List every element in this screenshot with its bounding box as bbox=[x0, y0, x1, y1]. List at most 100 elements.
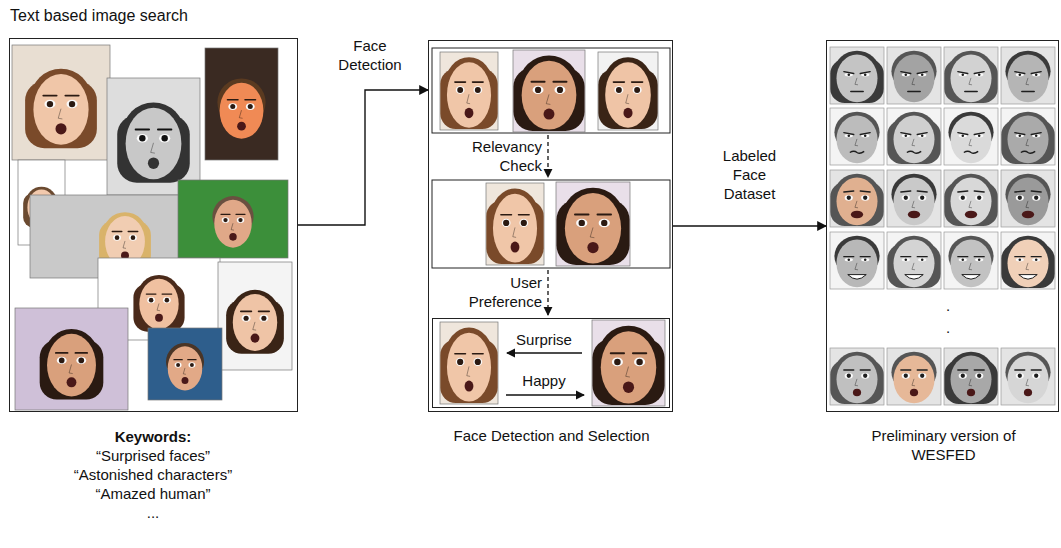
photo-frame bbox=[12, 45, 110, 160]
face bbox=[893, 115, 934, 163]
eye bbox=[918, 373, 926, 379]
brow bbox=[1015, 190, 1025, 192]
eye bbox=[975, 195, 983, 201]
eye bbox=[902, 258, 910, 261]
photo-frame bbox=[887, 47, 941, 104]
brow bbox=[112, 231, 122, 232]
nose bbox=[513, 227, 516, 237]
pupil bbox=[78, 358, 84, 364]
dataset-panel: Preliminary version of WESFED bbox=[826, 40, 1059, 412]
brow bbox=[56, 352, 68, 354]
nose bbox=[1026, 78, 1029, 85]
eye bbox=[845, 373, 853, 379]
eye bbox=[129, 235, 137, 241]
nose bbox=[467, 366, 470, 376]
pupil bbox=[904, 196, 908, 200]
nose bbox=[467, 94, 470, 104]
face bbox=[836, 177, 877, 225]
brow bbox=[1015, 133, 1025, 135]
face bbox=[893, 355, 934, 403]
brow bbox=[1031, 190, 1041, 192]
pupil bbox=[962, 74, 965, 77]
nose bbox=[231, 223, 234, 230]
eye bbox=[163, 297, 171, 303]
brow bbox=[65, 95, 78, 97]
eye bbox=[1032, 373, 1040, 379]
face bbox=[220, 83, 264, 139]
panel-heading: Text based image search bbox=[10, 6, 299, 25]
nose bbox=[855, 379, 858, 386]
face-photo bbox=[12, 45, 110, 160]
face bbox=[565, 193, 621, 264]
face-photo bbox=[887, 170, 941, 227]
continuation-dot: . bbox=[938, 296, 958, 315]
brow bbox=[974, 72, 984, 74]
brow bbox=[473, 353, 484, 355]
mouth bbox=[465, 108, 474, 118]
pupil bbox=[521, 220, 527, 226]
eye bbox=[76, 357, 86, 365]
brow bbox=[860, 190, 870, 192]
brow bbox=[860, 72, 870, 74]
pupil bbox=[1019, 259, 1022, 262]
pupil bbox=[921, 135, 924, 138]
photo-frame bbox=[944, 232, 998, 289]
eye bbox=[599, 219, 610, 227]
pupil bbox=[1018, 196, 1022, 200]
photo-frame bbox=[830, 232, 884, 289]
face bbox=[836, 115, 877, 163]
face bbox=[233, 294, 277, 351]
face-photo bbox=[15, 308, 128, 410]
photo-frame bbox=[440, 52, 498, 130]
face-photo bbox=[944, 232, 998, 289]
brow bbox=[1031, 133, 1041, 135]
brow bbox=[519, 214, 530, 216]
brow bbox=[146, 293, 155, 294]
face bbox=[950, 177, 991, 225]
face bbox=[1007, 115, 1048, 163]
brow bbox=[958, 256, 968, 257]
mouth bbox=[853, 389, 861, 397]
nose bbox=[546, 94, 550, 104]
eye bbox=[861, 373, 869, 379]
dashed-arrow bbox=[547, 270, 548, 315]
face-photo bbox=[486, 183, 544, 265]
face-photo bbox=[830, 232, 884, 289]
brow bbox=[917, 72, 927, 74]
nose bbox=[58, 109, 62, 119]
photo-frame bbox=[830, 348, 884, 405]
face bbox=[950, 239, 991, 287]
mouth bbox=[1024, 389, 1032, 397]
pupil bbox=[503, 220, 509, 226]
face bbox=[493, 194, 537, 263]
pupil bbox=[244, 316, 249, 321]
brow bbox=[860, 133, 870, 135]
face bbox=[950, 115, 991, 163]
brow bbox=[1031, 256, 1041, 257]
pupil bbox=[139, 135, 145, 141]
nose bbox=[1026, 263, 1029, 270]
subset-box bbox=[432, 48, 670, 133]
eye bbox=[959, 373, 967, 379]
eye bbox=[188, 362, 195, 367]
pupil bbox=[921, 259, 924, 262]
nose bbox=[969, 263, 972, 270]
pupil bbox=[69, 101, 75, 107]
face-photo bbox=[440, 52, 498, 130]
photo-frame bbox=[178, 180, 288, 258]
photo-frame bbox=[944, 348, 998, 405]
pupil bbox=[962, 135, 965, 138]
eye bbox=[633, 86, 642, 94]
eye bbox=[533, 86, 544, 94]
mouth bbox=[67, 377, 77, 387]
pupil bbox=[864, 259, 867, 262]
brow bbox=[75, 352, 87, 354]
pupil bbox=[978, 259, 981, 262]
keyword: “Astonished characters” bbox=[13, 465, 293, 484]
pupil bbox=[161, 135, 167, 141]
brow bbox=[901, 72, 911, 74]
photo-frame bbox=[440, 322, 498, 404]
face-photo bbox=[178, 180, 288, 258]
label-arrow bbox=[506, 394, 584, 395]
nose bbox=[855, 139, 858, 146]
